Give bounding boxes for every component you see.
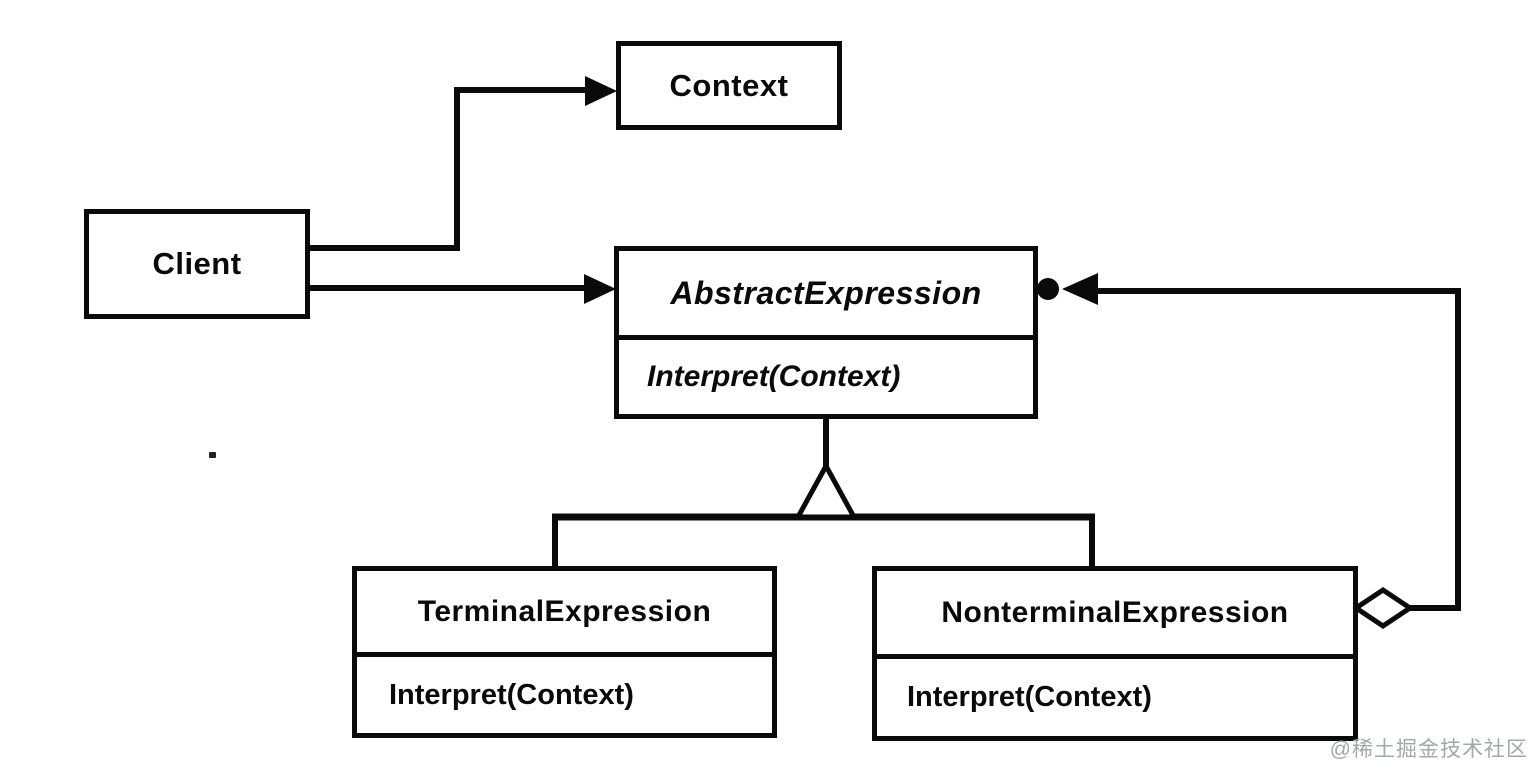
class-name-terminal-expression: TerminalExpression — [417, 594, 712, 628]
class-name-context: Context — [669, 67, 789, 103]
class-name-client: Client — [152, 246, 242, 281]
multiplicity-many-ball-icon — [1037, 278, 1059, 300]
client-to-abstract-arrowhead-icon — [584, 274, 616, 304]
class-box-client: Client — [84, 209, 310, 319]
class-name-abstract-expression: AbstractExpression — [670, 274, 982, 311]
class-box-abstract-expression: AbstractExpression Interpret(Context) — [614, 246, 1038, 419]
compartment-divider — [357, 652, 772, 657]
compartment-divider — [619, 335, 1033, 340]
class-box-nonterminal-expression: NonterminalExpression Interpret(Context) — [872, 566, 1358, 741]
client-to-context-arrowhead-icon — [585, 76, 617, 106]
compartment-divider — [877, 654, 1353, 659]
client-to-context-line — [310, 87, 588, 251]
aggregation-line — [1098, 288, 1461, 611]
watermark-text: @稀土掘金技术社区 — [1329, 738, 1528, 761]
class-box-terminal-expression: TerminalExpression Interpret(Context) — [352, 566, 777, 738]
method-abstract-interpret: Interpret(Context) — [647, 360, 901, 393]
aggregation-arrowhead-icon — [1062, 273, 1098, 305]
method-terminal-interpret: Interpret(Context) — [389, 678, 634, 711]
class-box-context: Context — [616, 41, 842, 130]
aggregation-diamond-icon — [1351, 586, 1415, 630]
inheritance-triangle-icon — [793, 460, 859, 520]
class-name-nonterminal-expression: NonterminalExpression — [941, 595, 1289, 629]
method-nonterminal-interpret: Interpret(Context) — [907, 681, 1152, 713]
scan-artifact-dot — [209, 452, 216, 458]
